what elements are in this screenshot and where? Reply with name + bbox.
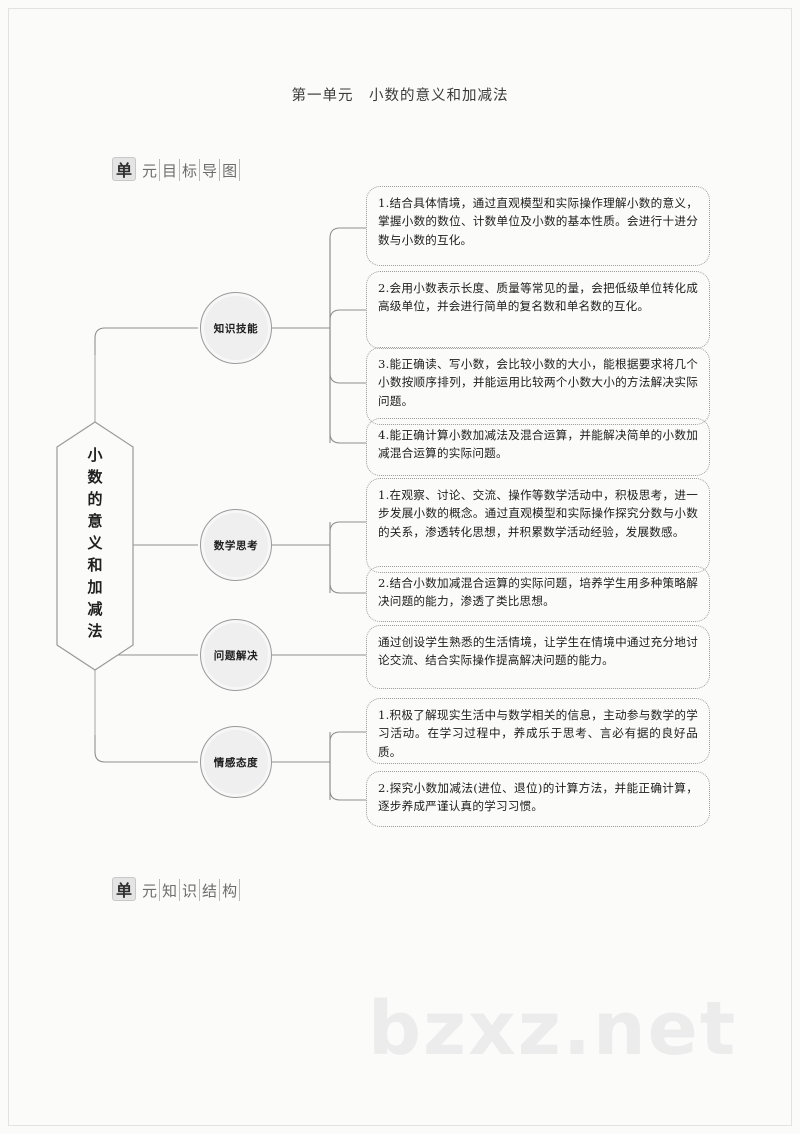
leaf-box-thinking-2: 2.结合小数加减混合运算的实际问题，培养学生用多种策略解决问题的能力，渗透了类比… — [366, 566, 710, 622]
section-heading-unit-goal-map: 单 元 目 标 导 图 — [112, 155, 241, 181]
leaf-box-attitude-1: 1.积极了解现实生活中与数学相关的信息，主动参与数学的学习活动。在学习过程中，养… — [366, 698, 710, 764]
section-char-box: 构 — [220, 879, 241, 901]
leaf-box-knowledge-2: 2.会用小数表示长度、质量等常见的量，会把低级单位转化成高级单位，并会进行简单的… — [366, 271, 710, 349]
mindmap-node-problem-solving[interactable]: 问题解决 — [200, 619, 272, 691]
leaf-box-problem-1: 通过创设学生熟悉的生活情境，让学生在情境中通过充分地讨论交流、结合实际操作提高解… — [366, 625, 710, 689]
section-char-box: 单 — [112, 877, 136, 901]
section-char-box: 单 — [112, 157, 136, 181]
leaf-box-attitude-2: 2.探究小数加减法(进位、退位)的计算方法，并能正确计算，逐步养成严谨认真的学习… — [366, 771, 710, 827]
leaf-box-knowledge-3: 3.能正确读、写小数，会比较小数的大小，能根据要求将几个小数按顺序排列，并能运用… — [366, 347, 710, 425]
leaf-box-thinking-1: 1.在观察、讨论、交流、操作等数学活动中，积极思考，进一步发展小数的概念。通过直… — [366, 478, 710, 573]
mindmap-node-emotional-attitude[interactable]: 情感态度 — [200, 726, 272, 798]
section-char-box: 导 — [200, 159, 221, 181]
section-char-box: 图 — [220, 159, 241, 181]
mindmap-node-knowledge-skill[interactable]: 知识技能 — [200, 292, 272, 364]
leaf-box-knowledge-1: 1.结合具体情境，通过直观模型和实际操作理解小数的意义，掌握小数的数位、计数单位… — [366, 186, 710, 266]
page-title: 第一单元 小数的意义和加减法 — [291, 88, 509, 104]
root-node-label: 小数的意义和加减法 — [85, 447, 104, 645]
section-char-box: 识 — [180, 879, 201, 901]
node-label: 知识技能 — [213, 322, 259, 335]
section-char-box: 元 — [140, 879, 161, 901]
node-label: 数学思考 — [213, 539, 259, 552]
node-label: 问题解决 — [213, 649, 259, 662]
section-char-box: 标 — [180, 159, 201, 181]
section-heading-unit-knowledge-structure: 单 元 知 识 结 构 — [112, 875, 241, 901]
section-char-box: 元 — [140, 159, 161, 181]
watermark-text: bzxz.net — [368, 986, 738, 1072]
section-char-box: 结 — [200, 879, 221, 901]
leaf-box-knowledge-4: 4.能正确计算小数加减法及混合运算，并能解决简单的小数加减混合运算的实际问题。 — [366, 418, 710, 476]
node-label: 情感态度 — [213, 756, 259, 769]
section-char-box: 知 — [160, 879, 181, 901]
section-char-box: 目 — [160, 159, 181, 181]
mindmap-node-math-thinking[interactable]: 数学思考 — [200, 509, 272, 581]
mindmap-root-node[interactable]: 小数的意义和加减法 — [57, 422, 133, 670]
